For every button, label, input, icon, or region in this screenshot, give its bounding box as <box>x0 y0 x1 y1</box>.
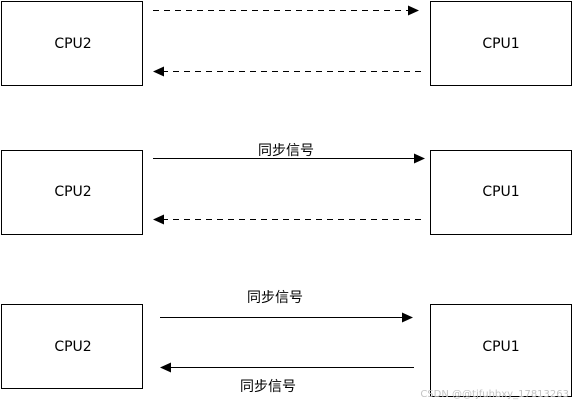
sync-signal-label: 同步信号 <box>240 379 296 395</box>
arrowhead-left-icon <box>160 362 171 373</box>
cpu1-box <box>430 304 572 397</box>
cpu2-box <box>1 304 143 389</box>
diagram-row-2: CPU2 CPU1 同步信号 <box>1 143 572 235</box>
cpu2-box <box>1 150 143 235</box>
cpu1-label: CPU1 <box>482 184 519 200</box>
watermark: CSDN @@tjfuhbxy_17813263 <box>420 389 569 400</box>
diagram-row-1: CPU2 CPU1 <box>1 1 572 86</box>
sync-signal-label: 同步信号 <box>247 290 303 306</box>
arrowhead-left-icon <box>153 214 164 225</box>
cpu2-label: CPU2 <box>54 184 91 200</box>
diagram-row-3: CPU2 CPU1 同步信号 同步信号 <box>1 290 572 397</box>
cpu2-label: CPU2 <box>54 339 91 355</box>
arrowhead-right-icon <box>414 153 425 164</box>
cpu2-box <box>1 1 143 86</box>
cpu1-label: CPU1 <box>482 36 519 52</box>
cpu1-box <box>430 1 572 86</box>
arrowhead-right-icon <box>402 312 413 323</box>
sync-signal-label: 同步信号 <box>258 143 314 159</box>
cpu1-label: CPU1 <box>482 339 519 355</box>
cpu2-label: CPU2 <box>54 36 91 52</box>
arrowhead-right-icon <box>408 5 419 16</box>
cpu1-box <box>430 150 572 235</box>
arrowhead-left-icon <box>153 66 164 77</box>
